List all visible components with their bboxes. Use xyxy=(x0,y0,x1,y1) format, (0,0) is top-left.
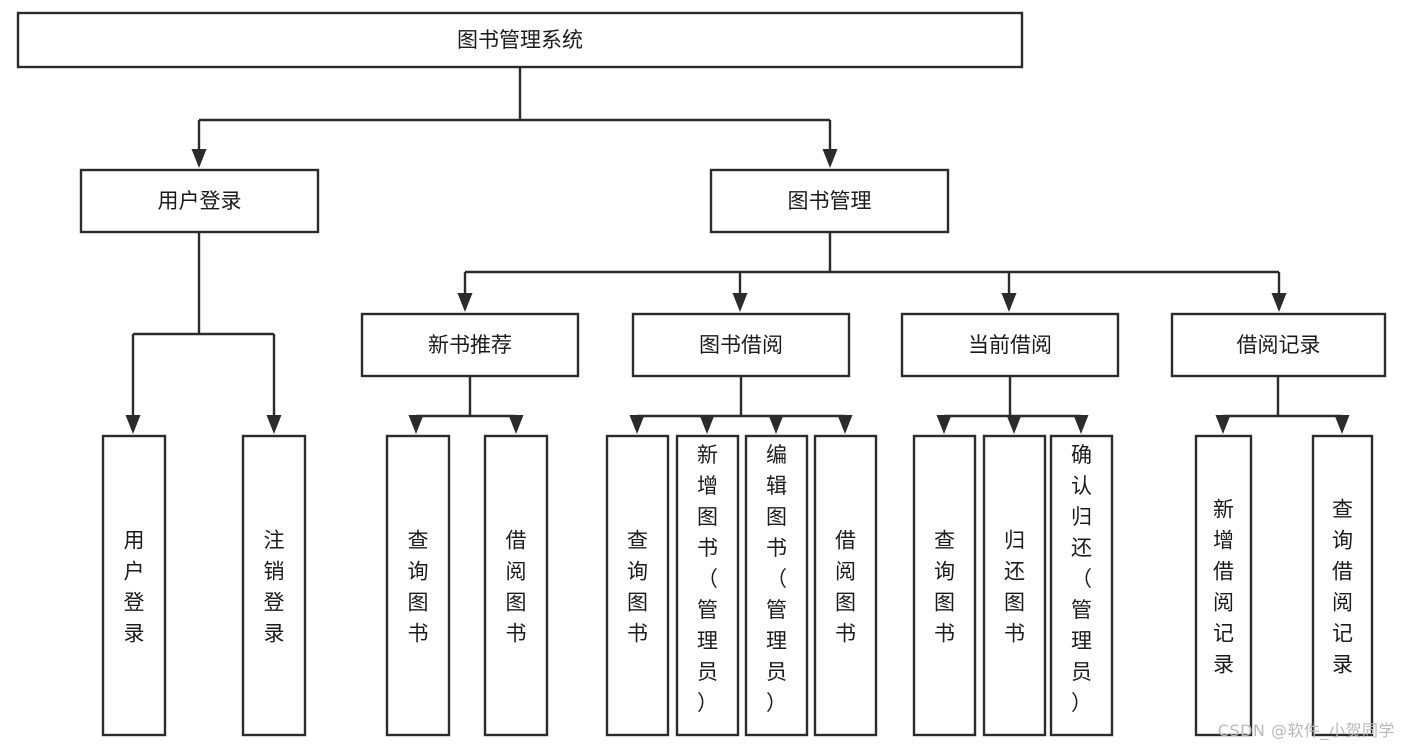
arrow-current-borrow xyxy=(1001,293,1017,312)
node-label-leaf-borrow-book-2: 借阅图书 xyxy=(835,529,856,646)
arrow-leaf-add-book xyxy=(699,415,715,434)
node-leaf-logout[interactable]: 注销登录 xyxy=(241,434,307,737)
arrowhead-layer xyxy=(125,149,1350,434)
node-box-leaf-borrow-book-2 xyxy=(813,434,878,737)
node-leaf-query-record[interactable]: 查询借阅记录 xyxy=(1311,434,1374,737)
node-label-leaf-add-record: 新增借阅记录 xyxy=(1213,498,1234,677)
node-leaf-add-record[interactable]: 新增借阅记录 xyxy=(1194,434,1253,737)
node-box-leaf-confirm-return xyxy=(1049,434,1114,737)
node-label-user-login: 用户登录 xyxy=(158,189,242,213)
arrow-leaf-return-book xyxy=(1006,415,1022,434)
node-label-borrow-record: 借阅记录 xyxy=(1237,333,1321,357)
node-box-leaf-edit-book xyxy=(744,434,809,737)
node-root[interactable]: 图书管理系统 xyxy=(16,11,1024,69)
node-leaf-borrow-book-1[interactable]: 借阅图书 xyxy=(483,434,549,737)
arrow-borrow-record xyxy=(1271,293,1287,312)
node-label-leaf-query-record: 查询借阅记录 xyxy=(1332,498,1353,677)
node-box-book-borrow xyxy=(631,312,851,378)
node-leaf-add-book[interactable]: 新增图书（管理员） xyxy=(675,434,740,737)
node-box-leaf-query-book-3 xyxy=(912,434,977,737)
node-box-leaf-return-book xyxy=(982,434,1047,737)
node-leaf-user-login[interactable]: 用户登录 xyxy=(101,434,167,737)
node-book-borrow[interactable]: 图书借阅 xyxy=(631,312,851,378)
node-label-book-borrow: 图书借阅 xyxy=(699,333,783,357)
node-box-leaf-query-record xyxy=(1311,434,1374,737)
node-layer: 图书管理系统用户登录图书管理新书推荐图书借阅当前借阅借阅记录用户登录注销登录查询… xyxy=(16,11,1387,737)
node-box-book-manage xyxy=(709,168,950,234)
node-box-leaf-logout xyxy=(241,434,307,737)
node-leaf-query-book-3[interactable]: 查询图书 xyxy=(912,434,977,737)
node-leaf-borrow-book-2[interactable]: 借阅图书 xyxy=(813,434,878,737)
node-label-leaf-query-book-2: 查询图书 xyxy=(627,529,648,646)
node-box-current-borrow xyxy=(900,312,1120,378)
node-label-leaf-return-book: 归还图书 xyxy=(1004,529,1025,646)
node-label-leaf-logout: 注销登录 xyxy=(264,529,285,646)
node-box-leaf-add-book xyxy=(675,434,740,737)
arrow-leaf-query-book-3 xyxy=(936,415,952,434)
arrow-leaf-query-book-2 xyxy=(629,415,645,434)
node-box-leaf-query-book-2 xyxy=(605,434,670,737)
arrow-leaf-user-login xyxy=(125,415,141,434)
node-label-current-borrow: 当前借阅 xyxy=(968,333,1052,357)
node-box-root xyxy=(16,11,1024,69)
node-leaf-query-book-1[interactable]: 查询图书 xyxy=(385,434,451,737)
node-label-leaf-confirm-return: 确认归还（管理员） xyxy=(1071,443,1092,715)
node-label-root: 图书管理系统 xyxy=(457,28,583,52)
node-box-leaf-add-record xyxy=(1194,434,1253,737)
node-leaf-confirm-return[interactable]: 确认归还（管理员） xyxy=(1049,434,1114,737)
watermark-text: CSDN @软件_小贺同学 xyxy=(1217,721,1395,740)
arrow-leaf-borrow-book-2 xyxy=(837,415,853,434)
node-current-borrow[interactable]: 当前借阅 xyxy=(900,312,1120,378)
node-label-leaf-user-login: 用户登录 xyxy=(124,529,145,646)
node-borrow-record[interactable]: 借阅记录 xyxy=(1170,312,1387,378)
node-label-leaf-borrow-book-1: 借阅图书 xyxy=(506,529,527,646)
node-label-leaf-query-book-3: 查询图书 xyxy=(934,529,955,646)
node-new-book-recommend[interactable]: 新书推荐 xyxy=(360,312,580,378)
node-leaf-return-book[interactable]: 归还图书 xyxy=(982,434,1047,737)
node-box-leaf-query-book-1 xyxy=(385,434,451,737)
node-label-leaf-query-book-1: 查询图书 xyxy=(408,529,429,646)
node-box-leaf-borrow-book-1 xyxy=(483,434,549,737)
node-leaf-query-book-2[interactable]: 查询图书 xyxy=(605,434,670,737)
node-label-leaf-add-book: 新增图书（管理员） xyxy=(697,443,718,715)
arrow-leaf-logout xyxy=(266,415,282,434)
arrow-leaf-add-record xyxy=(1215,415,1231,434)
arrow-book-borrow xyxy=(732,293,748,312)
node-user-login[interactable]: 用户登录 xyxy=(79,168,320,234)
arrow-leaf-edit-book xyxy=(768,415,784,434)
arrow-user-login xyxy=(191,149,207,168)
node-box-borrow-record xyxy=(1170,312,1387,378)
node-leaf-edit-book[interactable]: 编辑图书（管理员） xyxy=(744,434,809,737)
arrow-book-manage xyxy=(822,149,838,168)
node-box-leaf-user-login xyxy=(101,434,167,737)
node-box-user-login xyxy=(79,168,320,234)
node-label-leaf-edit-book: 编辑图书（管理员） xyxy=(766,443,787,715)
arrow-leaf-query-book-1 xyxy=(408,415,424,434)
node-label-book-manage: 图书管理 xyxy=(788,189,872,213)
arrow-leaf-confirm-return xyxy=(1073,415,1089,434)
arrow-leaf-borrow-book-1 xyxy=(508,415,524,434)
node-label-new-book-recommend: 新书推荐 xyxy=(428,333,512,357)
node-book-manage[interactable]: 图书管理 xyxy=(709,168,950,234)
arrow-new-book-recommend xyxy=(457,293,473,312)
node-box-new-book-recommend xyxy=(360,312,580,378)
arrow-leaf-query-record xyxy=(1334,415,1350,434)
